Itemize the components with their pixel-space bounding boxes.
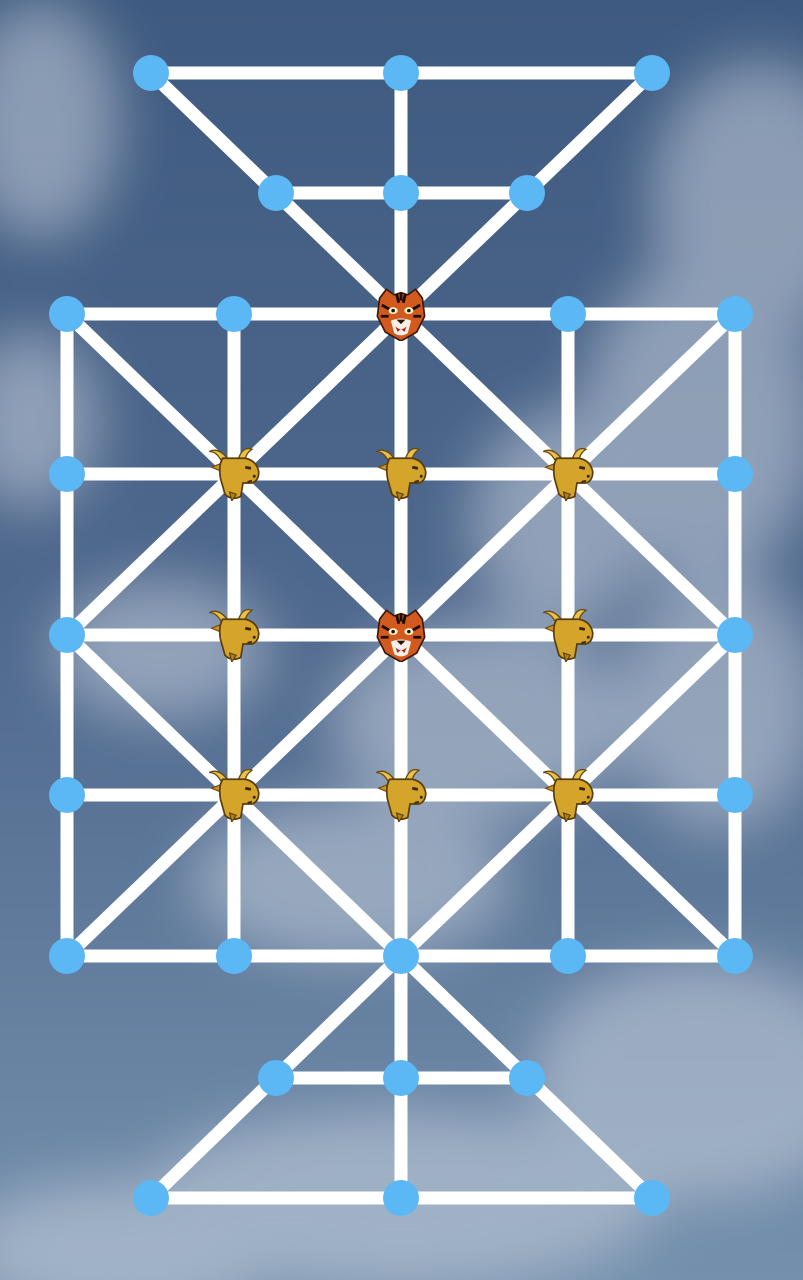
board-point[interactable] — [717, 777, 753, 813]
board-point[interactable] — [383, 175, 419, 211]
board-point[interactable] — [49, 456, 85, 492]
board-point[interactable] — [383, 1180, 419, 1216]
board-point[interactable] — [49, 296, 85, 332]
board-point[interactable] — [717, 938, 753, 974]
board-point[interactable] — [383, 55, 419, 91]
board-point[interactable] — [509, 1060, 545, 1096]
board-point[interactable] — [717, 617, 753, 653]
board-point[interactable] — [717, 296, 753, 332]
board-point[interactable] — [509, 175, 545, 211]
board-point[interactable] — [133, 1180, 169, 1216]
board-point[interactable] — [717, 456, 753, 492]
board-point[interactable] — [550, 938, 586, 974]
board-point[interactable] — [49, 938, 85, 974]
board-point[interactable] — [258, 175, 294, 211]
board-point[interactable] — [49, 777, 85, 813]
board-point[interactable] — [133, 55, 169, 91]
board-point[interactable] — [216, 938, 252, 974]
board-point[interactable] — [216, 296, 252, 332]
board-point[interactable] — [258, 1060, 294, 1096]
board-point[interactable] — [383, 1060, 419, 1096]
board-point[interactable] — [383, 938, 419, 974]
board-points — [49, 55, 753, 1216]
board-point[interactable] — [49, 617, 85, 653]
board-point[interactable] — [550, 296, 586, 332]
board-point[interactable] — [634, 1180, 670, 1216]
board-point[interactable] — [634, 55, 670, 91]
